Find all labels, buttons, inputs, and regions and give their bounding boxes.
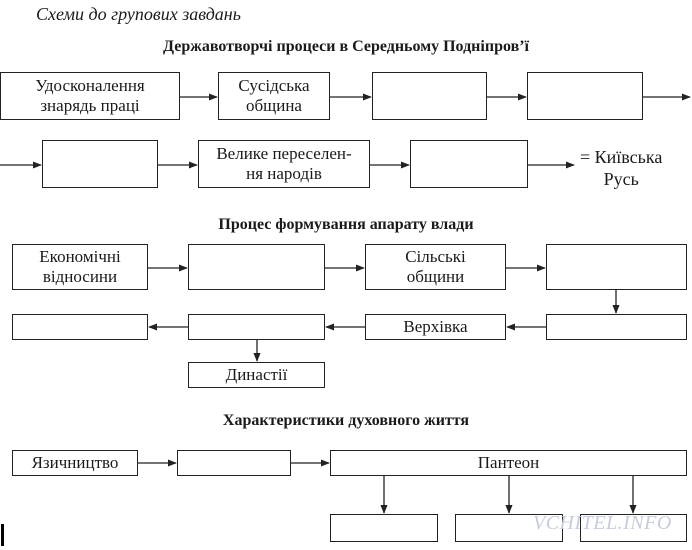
s1-box-1-line-1: Удосконалення	[35, 76, 145, 95]
s2-box-1: Економічні відносини	[12, 244, 148, 290]
s2-box-7: Верхівка	[365, 314, 506, 340]
s2-box-1-line-1: Економічні	[39, 247, 121, 266]
s3-box-2-empty	[177, 450, 291, 476]
page-title: Схеми до групових завдань	[36, 4, 241, 24]
s3-child-3-empty	[580, 514, 687, 542]
s1-box-7-empty	[410, 140, 528, 188]
s2-box-4-empty	[546, 244, 687, 290]
s1-box-2-line-1: Сусідська	[238, 76, 310, 95]
s3-box-1: Язичництво	[12, 450, 138, 476]
s2-box-5-empty	[12, 314, 148, 340]
s1-box-6: Велике переселен- ня народів	[198, 140, 370, 188]
s1-box-2-line-2: община	[246, 96, 302, 115]
s3-box-3-line-1: Пантеон	[477, 453, 540, 472]
s2-branch-box: Династії	[188, 362, 325, 388]
s2-box-3: Сільські общини	[365, 244, 506, 290]
s1-box-2: Сусідська община	[218, 72, 330, 120]
s2-box-3-line-1: Сільські	[405, 247, 466, 266]
edge-mark	[1, 524, 4, 546]
s1-box-4-empty	[527, 72, 643, 120]
s3-box-3: Пантеон	[330, 450, 687, 476]
s3-child-2-empty	[455, 514, 563, 542]
s2-box-7-line-1: Верхівка	[403, 317, 468, 336]
s3-child-1-empty	[330, 514, 438, 542]
s1-result-line-2: Русь	[603, 169, 639, 189]
s1-result: = Київська Русь	[580, 146, 662, 190]
section2-title: Процес формування апарату влади	[218, 216, 474, 233]
s1-box-1-line-2: знарядь праці	[40, 96, 140, 115]
s2-branch-label: Династії	[225, 365, 288, 384]
s1-box-1: Удосконалення знарядь праці	[0, 72, 180, 120]
s1-box-3-empty	[372, 72, 487, 120]
s1-result-line-1: = Київська	[580, 147, 663, 167]
s1-box-6-line-1: Велике переселен-	[216, 144, 352, 163]
s2-box-1-line-2: відносини	[42, 267, 118, 286]
s2-box-3-line-2: общини	[406, 267, 465, 286]
s2-box-8-empty	[546, 314, 687, 340]
section1-title: Державотворчі процеси в Середньому Подні…	[163, 38, 529, 55]
s1-box-5-empty	[42, 140, 158, 188]
s2-box-2-empty	[188, 244, 325, 290]
s2-box-6-empty	[188, 314, 325, 340]
s1-box-6-line-2: ня народів	[246, 164, 322, 183]
s3-box-1-line-1: Язичництво	[31, 453, 119, 472]
section3-title: Характеристики духовного життя	[222, 412, 470, 429]
watermark: VCHITEL.INFO	[533, 512, 672, 534]
